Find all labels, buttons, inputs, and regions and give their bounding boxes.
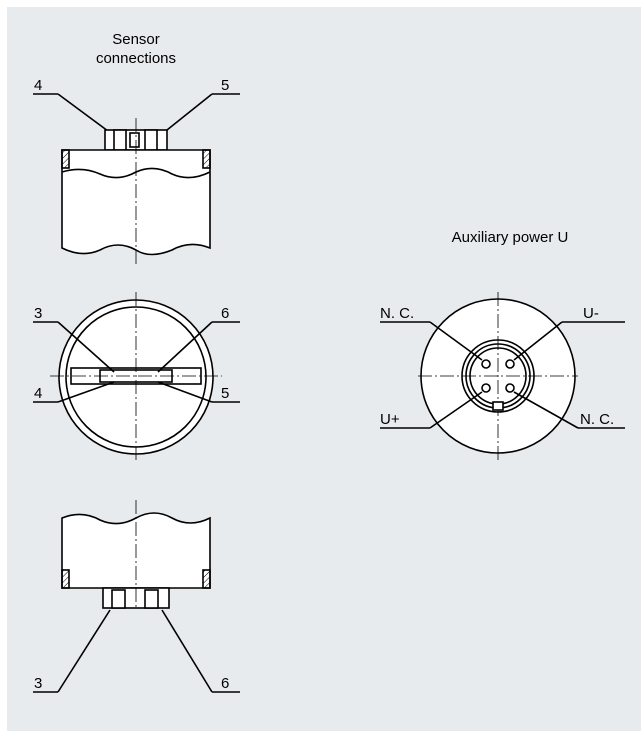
sensor-top-label-right: 5 — [221, 77, 229, 94]
aux-label-bottom-left: U+ — [380, 411, 400, 428]
sensor-end-view — [33, 292, 240, 462]
end-label-bottom-left: 4 — [34, 385, 42, 402]
aux-power-title: Auxiliary power U — [452, 229, 569, 246]
bottom-label-right: 6 — [221, 675, 229, 692]
end-label-top-right: 6 — [221, 305, 229, 322]
end-label-top-left: 3 — [34, 305, 42, 322]
sensor-title-line1: Sensor — [112, 31, 160, 48]
sensor-top-label-left: 4 — [34, 77, 42, 94]
bottom-label-left: 3 — [34, 675, 42, 692]
aux-connector-view — [380, 292, 625, 460]
sensor-bottom-view — [33, 500, 240, 693]
aux-label-top-left: N. C. — [380, 305, 414, 322]
aux-label-bottom-right: N. C. — [580, 411, 614, 428]
aux-label-top-right: U- — [583, 305, 599, 322]
sensor-title-line2: connections — [96, 50, 176, 67]
end-label-bottom-right: 5 — [221, 385, 229, 402]
sensor-top-view — [33, 93, 240, 265]
